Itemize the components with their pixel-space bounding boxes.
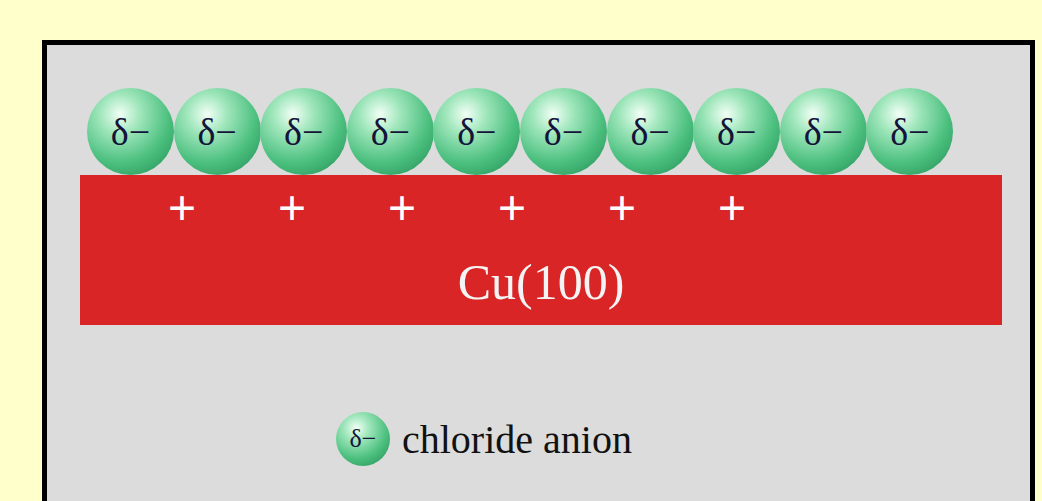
surface-charge: + <box>608 184 636 232</box>
legend-sample: δ− <box>336 412 390 466</box>
partial-charge: δ− <box>371 110 410 154</box>
chloride-anion: δ− <box>174 88 261 175</box>
partial-charge: δ− <box>804 110 843 154</box>
surface-charge: + <box>278 184 306 232</box>
partial-charge: δ− <box>544 110 583 154</box>
surface-charge: + <box>718 184 746 232</box>
surface-charge: + <box>388 184 416 232</box>
chloride-anion: δ− <box>433 88 520 175</box>
partial-charge: δ− <box>111 110 150 154</box>
chloride-anion: δ− <box>866 88 953 175</box>
surface-label: Cu(100) <box>458 253 625 311</box>
partial-charge: δ− <box>890 110 929 154</box>
partial-charge: δ− <box>630 110 669 154</box>
chloride-anion: δ− <box>520 88 607 175</box>
chloride-anion: δ− <box>693 88 780 175</box>
partial-charge: δ− <box>717 110 756 154</box>
surface-charge: + <box>498 184 526 232</box>
chloride-anion: δ− <box>607 88 694 175</box>
partial-charge: δ− <box>457 110 496 154</box>
legend-sample-charge: δ− <box>350 424 377 454</box>
surface-charge: + <box>168 184 196 232</box>
chloride-anion: δ− <box>347 88 434 175</box>
legend-text: chloride anion <box>402 420 632 460</box>
copper-surface: Cu(100) <box>80 175 1002 325</box>
chloride-anion: δ− <box>780 88 867 175</box>
partial-charge: δ− <box>284 110 323 154</box>
chloride-anion: δ− <box>260 88 347 175</box>
chloride-anion: δ− <box>87 88 174 175</box>
partial-charge: δ− <box>197 110 236 154</box>
